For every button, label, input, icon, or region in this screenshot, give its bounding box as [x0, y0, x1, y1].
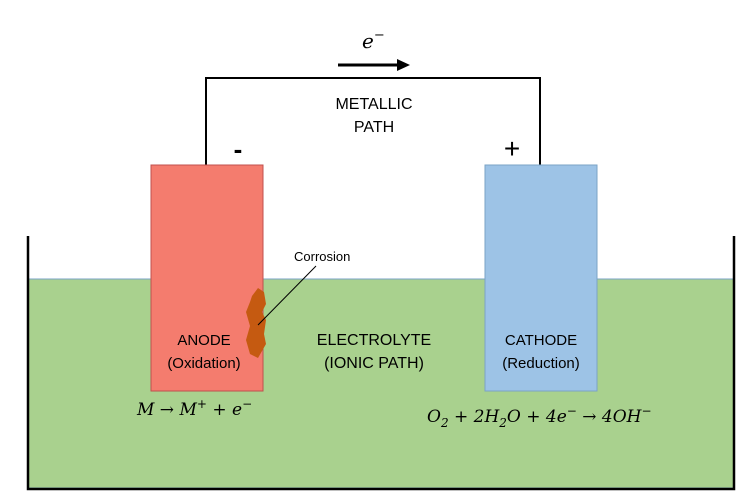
container-vessel — [26, 236, 736, 491]
cathode-sign: + — [504, 133, 520, 164]
anode-sublabel: (Oxidation) — [167, 355, 240, 372]
electrolyte — [27, 278, 735, 489]
anode-label: ANODE — [177, 332, 230, 349]
corrosion-label: Corrosion — [294, 249, 350, 264]
cathode-electrode — [484, 164, 598, 392]
corrosion-leader-line — [257, 265, 317, 326]
metallic-path-label-line2: PATH — [354, 119, 394, 136]
metallic-wire — [205, 77, 541, 165]
anode-reaction: M → M+ + e− — [136, 397, 252, 420]
anode-sign: - — [234, 134, 243, 164]
electron-flow-arrow-icon — [338, 59, 410, 71]
electrolyte-label-line1: ELECTROLYTE — [317, 332, 431, 349]
cathode-label: CATHODE — [505, 332, 577, 349]
corrosion-area — [246, 288, 266, 358]
electron-flow-label: e− — [362, 28, 385, 53]
metallic-path-label-line1: METALLIC — [335, 96, 412, 113]
anode-electrode — [150, 164, 264, 392]
cathode-reaction: O2 + 2H2O + 4e− → 4OH− — [427, 404, 652, 430]
electrolyte-label-line2: (IONIC PATH) — [324, 355, 424, 372]
cathode-sublabel: (Reduction) — [502, 355, 580, 372]
